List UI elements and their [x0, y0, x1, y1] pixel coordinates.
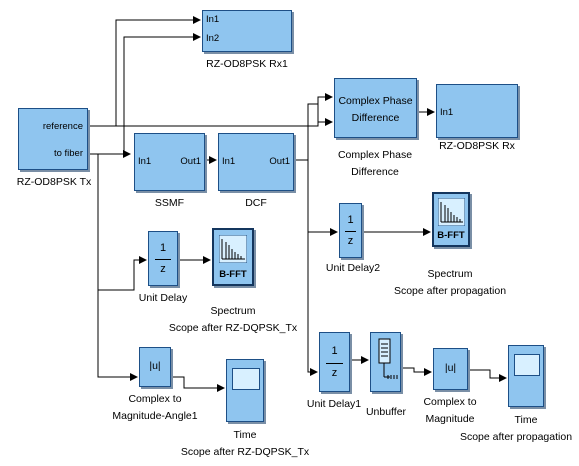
spectrum-propagation-text: B-FFT — [437, 230, 465, 241]
tx-port-fiber: to fiber — [53, 148, 83, 159]
spectrum-propagation-label2: Scope after propagation — [393, 285, 507, 297]
rx1-port-in1: In1 — [206, 14, 220, 25]
unit-delay-label: Unit Delay — [138, 292, 188, 304]
rx1-block[interactable]: In1 In2 — [202, 10, 292, 52]
cpd-label-line2: Difference — [351, 166, 399, 178]
abs2-text: |u| — [444, 362, 457, 374]
scope-screen-icon — [514, 354, 540, 376]
rx-block[interactable]: In1 — [436, 84, 518, 138]
unit-delay1-den: z — [331, 367, 338, 379]
spectrum-propagation-block[interactable]: B-FFT — [432, 192, 470, 247]
scope-screen-icon — [232, 368, 260, 390]
abs1-text: |u| — [149, 360, 161, 372]
ssmf-port-in: In1 — [138, 156, 152, 167]
time-scope-propagation-label2: Scope after propagation — [459, 431, 573, 443]
ssmf-port-out: Out1 — [180, 156, 201, 167]
spectrum-tx-text: B-FFT — [219, 269, 247, 280]
spectrum-icon — [219, 235, 247, 263]
rx1-label: RZ-OD8PSK Rx1 — [206, 58, 288, 70]
time-scope-tx-label1: Time — [233, 429, 257, 441]
cpd-text-line2: Difference — [351, 112, 400, 124]
cpd-text-line1: Complex Phase — [338, 95, 413, 107]
abs1-label1: Complex to — [128, 393, 182, 405]
unit-delay-bar — [155, 259, 171, 260]
spectrum-icon — [438, 198, 465, 226]
rx-label: RZ-OD8PSK Rx — [439, 140, 515, 152]
rx-port-in1: In1 — [440, 107, 454, 118]
spectrum-propagation-label1: Spectrum — [427, 268, 473, 280]
unit-delay1-num: 1 — [331, 345, 338, 357]
time-scope-tx-label2: Scope after RZ-DQPSK_Tx — [180, 446, 310, 458]
time-scope-propagation-label1: Time — [514, 414, 538, 426]
spectrum-tx-label1: Spectrum — [210, 305, 256, 317]
abs2-label1: Complex to — [423, 396, 477, 408]
unit-delay2-den: z — [347, 235, 354, 247]
complex-to-magnitude-angle1-block[interactable]: |u| — [139, 347, 171, 387]
rx1-port-in2: In2 — [206, 33, 220, 44]
complex-phase-difference-block[interactable]: Complex Phase Difference — [334, 78, 417, 138]
unbuffer-icon — [378, 338, 398, 379]
dcf-label: DCF — [245, 197, 267, 209]
time-scope-tx-block[interactable] — [226, 359, 264, 422]
unit-delay1-label: Unit Delay1 — [306, 398, 362, 410]
tx-label: RZ-OD8PSK Tx — [16, 176, 92, 188]
abs2-label2: Magnitude — [425, 413, 475, 425]
tx-port-reference: reference — [42, 121, 83, 132]
unit-delay2-block[interactable]: 1 z — [339, 203, 362, 258]
ssmf-block[interactable]: In1 Out1 — [134, 133, 205, 191]
time-scope-propagation-block[interactable] — [508, 345, 544, 407]
dcf-port-in: In1 — [222, 156, 236, 167]
unit-delay-block[interactable]: 1 z — [148, 231, 178, 286]
dcf-port-out: Out1 — [269, 156, 290, 167]
ssmf-label: SSMF — [154, 197, 185, 209]
dcf-block[interactable]: In1 Out1 — [218, 133, 294, 191]
abs1-label2: Magnitude-Angle1 — [112, 410, 198, 422]
spectrum-tx-block[interactable]: B-FFT — [212, 228, 254, 286]
unit-delay-den: z — [160, 263, 166, 275]
unit-delay2-label: Unit Delay2 — [325, 262, 381, 274]
complex-to-magnitude-block[interactable]: |u| — [433, 348, 468, 390]
unit-delay2-num: 1 — [347, 214, 354, 226]
cpd-label-line1: Complex Phase — [337, 149, 413, 161]
tx-block[interactable]: reference to fiber — [18, 108, 88, 170]
unit-delay2-bar — [345, 231, 356, 232]
unit-delay1-bar — [326, 363, 343, 364]
unit-delay-num: 1 — [159, 242, 167, 254]
spectrum-tx-label2: Scope after RZ-DQPSK_Tx — [168, 322, 298, 334]
unbuffer-label: Unbuffer — [365, 406, 407, 418]
unbuffer-block[interactable] — [370, 332, 401, 392]
unit-delay1-block[interactable]: 1 z — [319, 332, 350, 392]
